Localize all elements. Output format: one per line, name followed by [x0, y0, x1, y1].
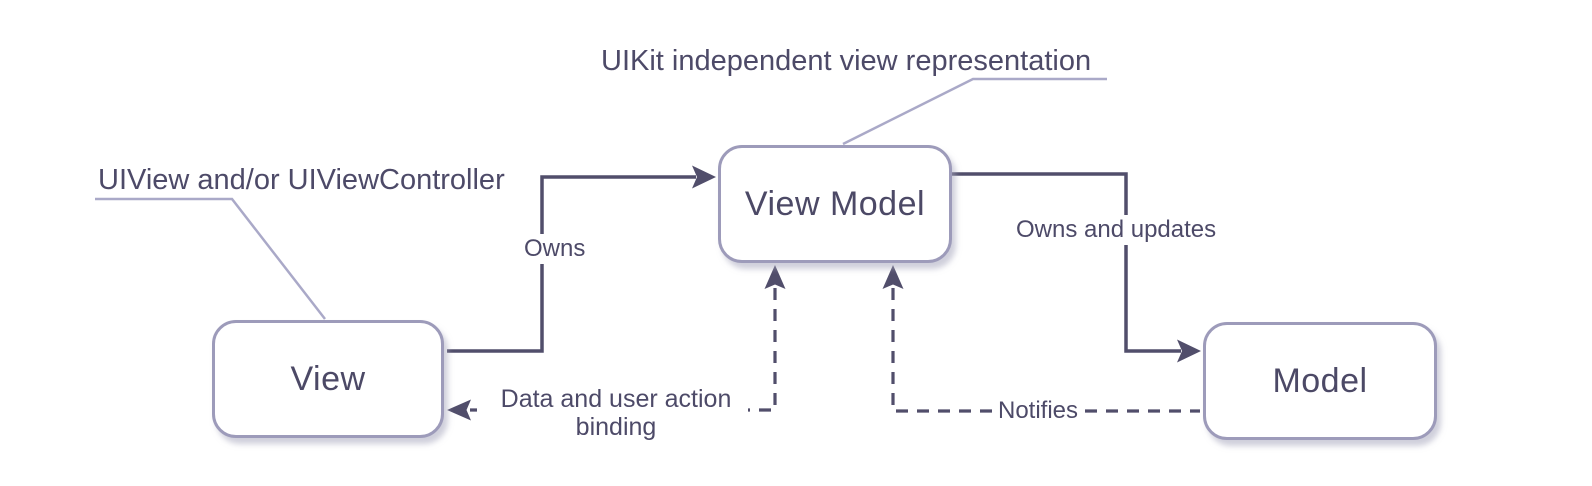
edge-label-owns-and-updates: Owns and updates [1012, 215, 1221, 245]
edge-viewmodel-owns-model [950, 172, 1201, 363]
arrowhead-up-notifies-icon [882, 265, 904, 289]
node-view-model: View Model [718, 145, 952, 263]
edge-label-data-binding: Data and user action binding [484, 384, 748, 442]
arrowhead-into-view-icon [447, 399, 471, 421]
node-model-label: Model [1272, 361, 1368, 400]
annotation-uikit-note: UIKit independent view representation [601, 45, 1092, 77]
edge-model-notifies-viewmodel [882, 265, 1200, 413]
node-view-label: View [290, 359, 366, 398]
edge-label-data-binding-line1: Data and user action [500, 385, 732, 413]
edge-view-owns-viewmodel [447, 165, 716, 353]
edge-label-notifies: Notifies [994, 396, 1083, 426]
annotation-uiview-note: UIView and/or UIViewController [98, 164, 505, 196]
callout-line-uiview [95, 197, 326, 320]
node-view: View [212, 320, 444, 438]
arrowhead-into-viewmodel-icon [692, 165, 716, 189]
node-view-model-label: View Model [744, 184, 926, 223]
node-model: Model [1203, 322, 1437, 440]
edge-label-owns: Owns [520, 234, 590, 264]
callout-line-uikit [842, 77, 1107, 146]
arrowhead-into-model-icon [1177, 339, 1201, 363]
edge-label-data-binding-line2: binding [575, 413, 657, 441]
arrowhead-up-into-viewmodel-icon [764, 265, 786, 289]
